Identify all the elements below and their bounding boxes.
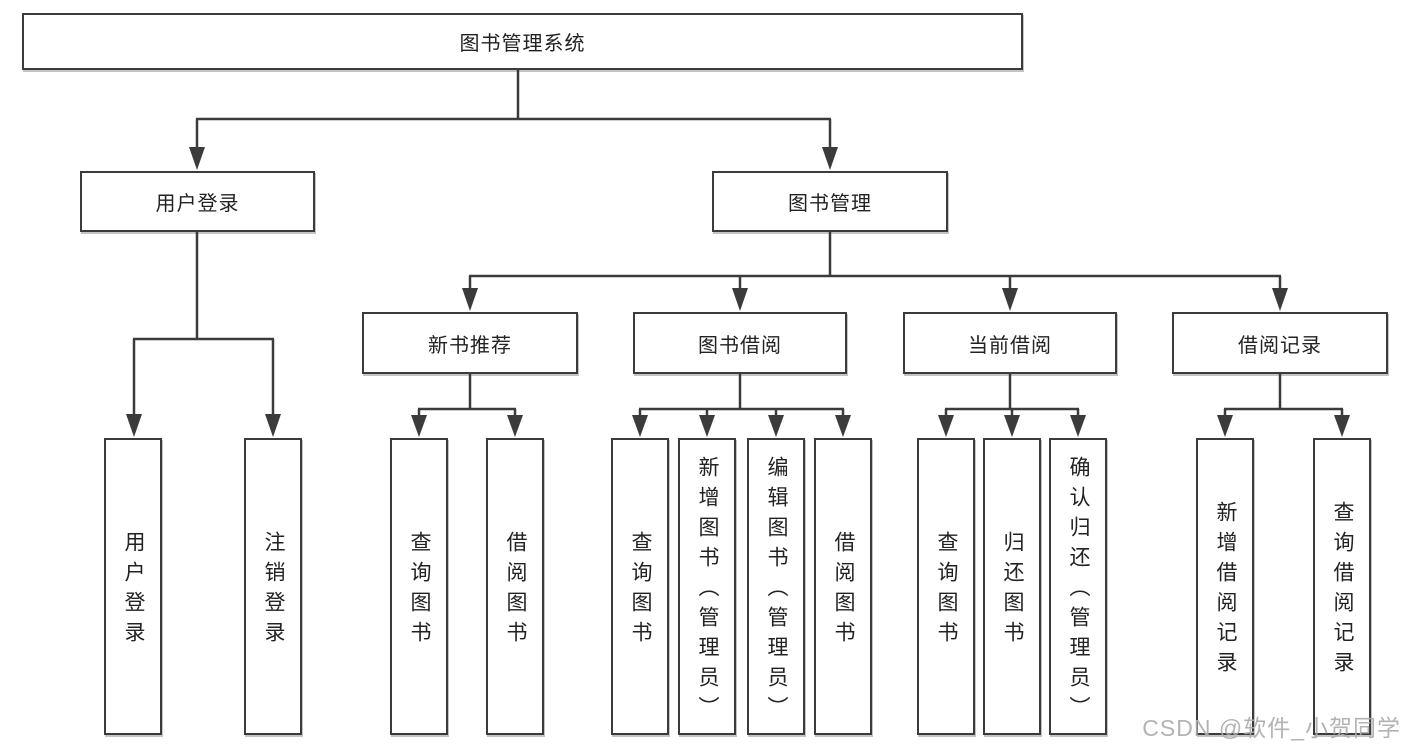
node-label: 编辑图书（管理员） (765, 455, 788, 726)
node-current-borrowing: 当前借阅 (903, 312, 1117, 374)
node-label: 图书借阅 (698, 334, 782, 357)
arrowhead-icons (126, 147, 1350, 437)
node-query-books-recommend: 查询图书 (390, 438, 448, 735)
node-label: 借阅记录 (1238, 334, 1322, 357)
node-logout: 注销登录 (244, 438, 302, 735)
node-label: 新增借阅记录 (1214, 500, 1237, 681)
node-label: 查询图书 (408, 530, 431, 651)
node-label: 借阅图书 (504, 530, 527, 651)
watermark: CSDN @软件_小贺同学 (1142, 715, 1401, 741)
node-label: 新书推荐 (428, 334, 512, 357)
node-label: 图书管理 (788, 193, 872, 215)
node-return-books: 归还图书 (983, 438, 1041, 735)
node-query-books-current: 查询图书 (917, 438, 975, 735)
node-library-management-system: 图书管理系统 (22, 13, 1023, 70)
node-book-borrowing: 图书借阅 (633, 312, 847, 374)
node-edit-book-admin: 编辑图书（管理员） (747, 438, 805, 735)
node-borrow-books-recommend: 借阅图书 (486, 438, 544, 735)
node-label: 新增图书（管理员） (696, 455, 719, 726)
node-label: 当前借阅 (968, 334, 1052, 357)
node-query-borrow-record: 查询借阅记录 (1313, 438, 1371, 735)
node-book-management: 图书管理 (712, 171, 948, 232)
node-label: 用户登录 (122, 530, 145, 651)
node-add-book-admin: 新增图书（管理员） (678, 438, 736, 735)
node-label: 查询借阅记录 (1331, 500, 1354, 681)
node-user-login: 用户登录 (80, 171, 315, 232)
node-add-borrow-record: 新增借阅记录 (1196, 438, 1254, 735)
node-borrow-books-borrowing: 借阅图书 (814, 438, 872, 735)
node-label: 查询图书 (935, 530, 958, 651)
node-label: 查询图书 (629, 530, 652, 651)
node-confirm-return-admin: 确认归还（管理员） (1049, 438, 1107, 735)
node-label: 图书管理系统 (459, 33, 586, 55)
node-label: 用户登录 (155, 193, 240, 215)
node-user-login-leaf: 用户登录 (104, 438, 162, 735)
node-borrowing-records: 借阅记录 (1172, 312, 1388, 374)
node-label: 借阅图书 (832, 530, 855, 651)
node-new-book-recommendation: 新书推荐 (362, 312, 578, 374)
node-label: 归还图书 (1001, 530, 1024, 651)
node-query-books-borrowing: 查询图书 (611, 438, 669, 735)
node-label: 确认归还（管理员） (1067, 455, 1090, 726)
node-label: 注销登录 (262, 530, 285, 651)
